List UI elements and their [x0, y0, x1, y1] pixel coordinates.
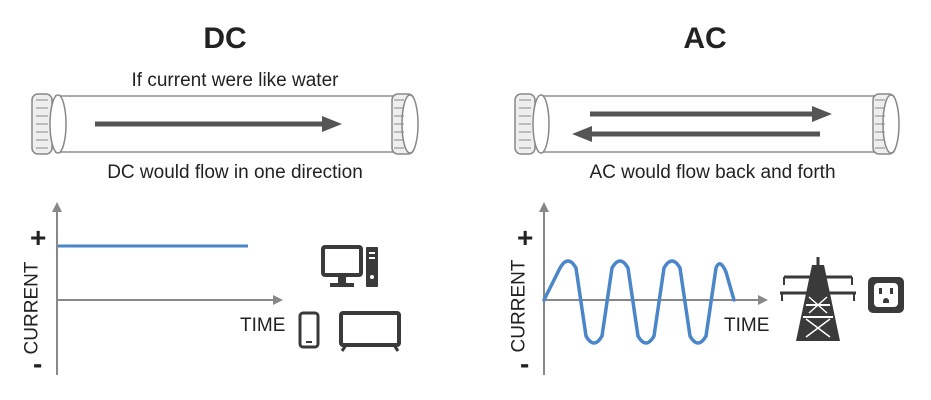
dc-plus-sign: +	[30, 222, 47, 253]
ac-title: AC	[683, 22, 727, 55]
wall-outlet-icon	[868, 277, 904, 313]
dc-flow-arrow	[95, 116, 342, 132]
dc-pipe-caption-top: If current were like water	[131, 70, 339, 91]
television-icon	[339, 311, 401, 352]
dc-pipe-caption-bottom: DC would flow in one direction	[107, 162, 363, 183]
ac-signal-wave	[542, 259, 736, 345]
ac-y-axis-label: CURRENT	[508, 259, 530, 353]
dc-x-axis-label: TIME	[240, 315, 286, 336]
ac-pipe-left-end	[514, 93, 550, 155]
dc-minus-sign: -	[33, 348, 43, 379]
dc-x-axis	[57, 295, 283, 305]
dc-title: DC	[203, 22, 247, 55]
power-tower-icon	[780, 257, 856, 341]
dc-pipe-right-end	[391, 93, 419, 155]
dc-y-axis	[52, 202, 62, 375]
desktop-computer-icon	[321, 245, 378, 287]
ac-y-axis	[539, 202, 549, 375]
ac-pipe-caption-bottom: AC would flow back and forth	[589, 162, 836, 183]
ac-flow-arrow-left	[572, 126, 820, 142]
smartphone-icon	[298, 311, 320, 349]
ac-x-axis-label: TIME	[724, 315, 770, 336]
dc-pipe-left-end	[31, 93, 67, 155]
ac-pipe-right-end	[872, 93, 900, 155]
ac-minus-sign: -	[520, 348, 530, 379]
ac-flow-arrow-right	[590, 106, 832, 122]
ac-plus-sign: +	[517, 222, 534, 253]
